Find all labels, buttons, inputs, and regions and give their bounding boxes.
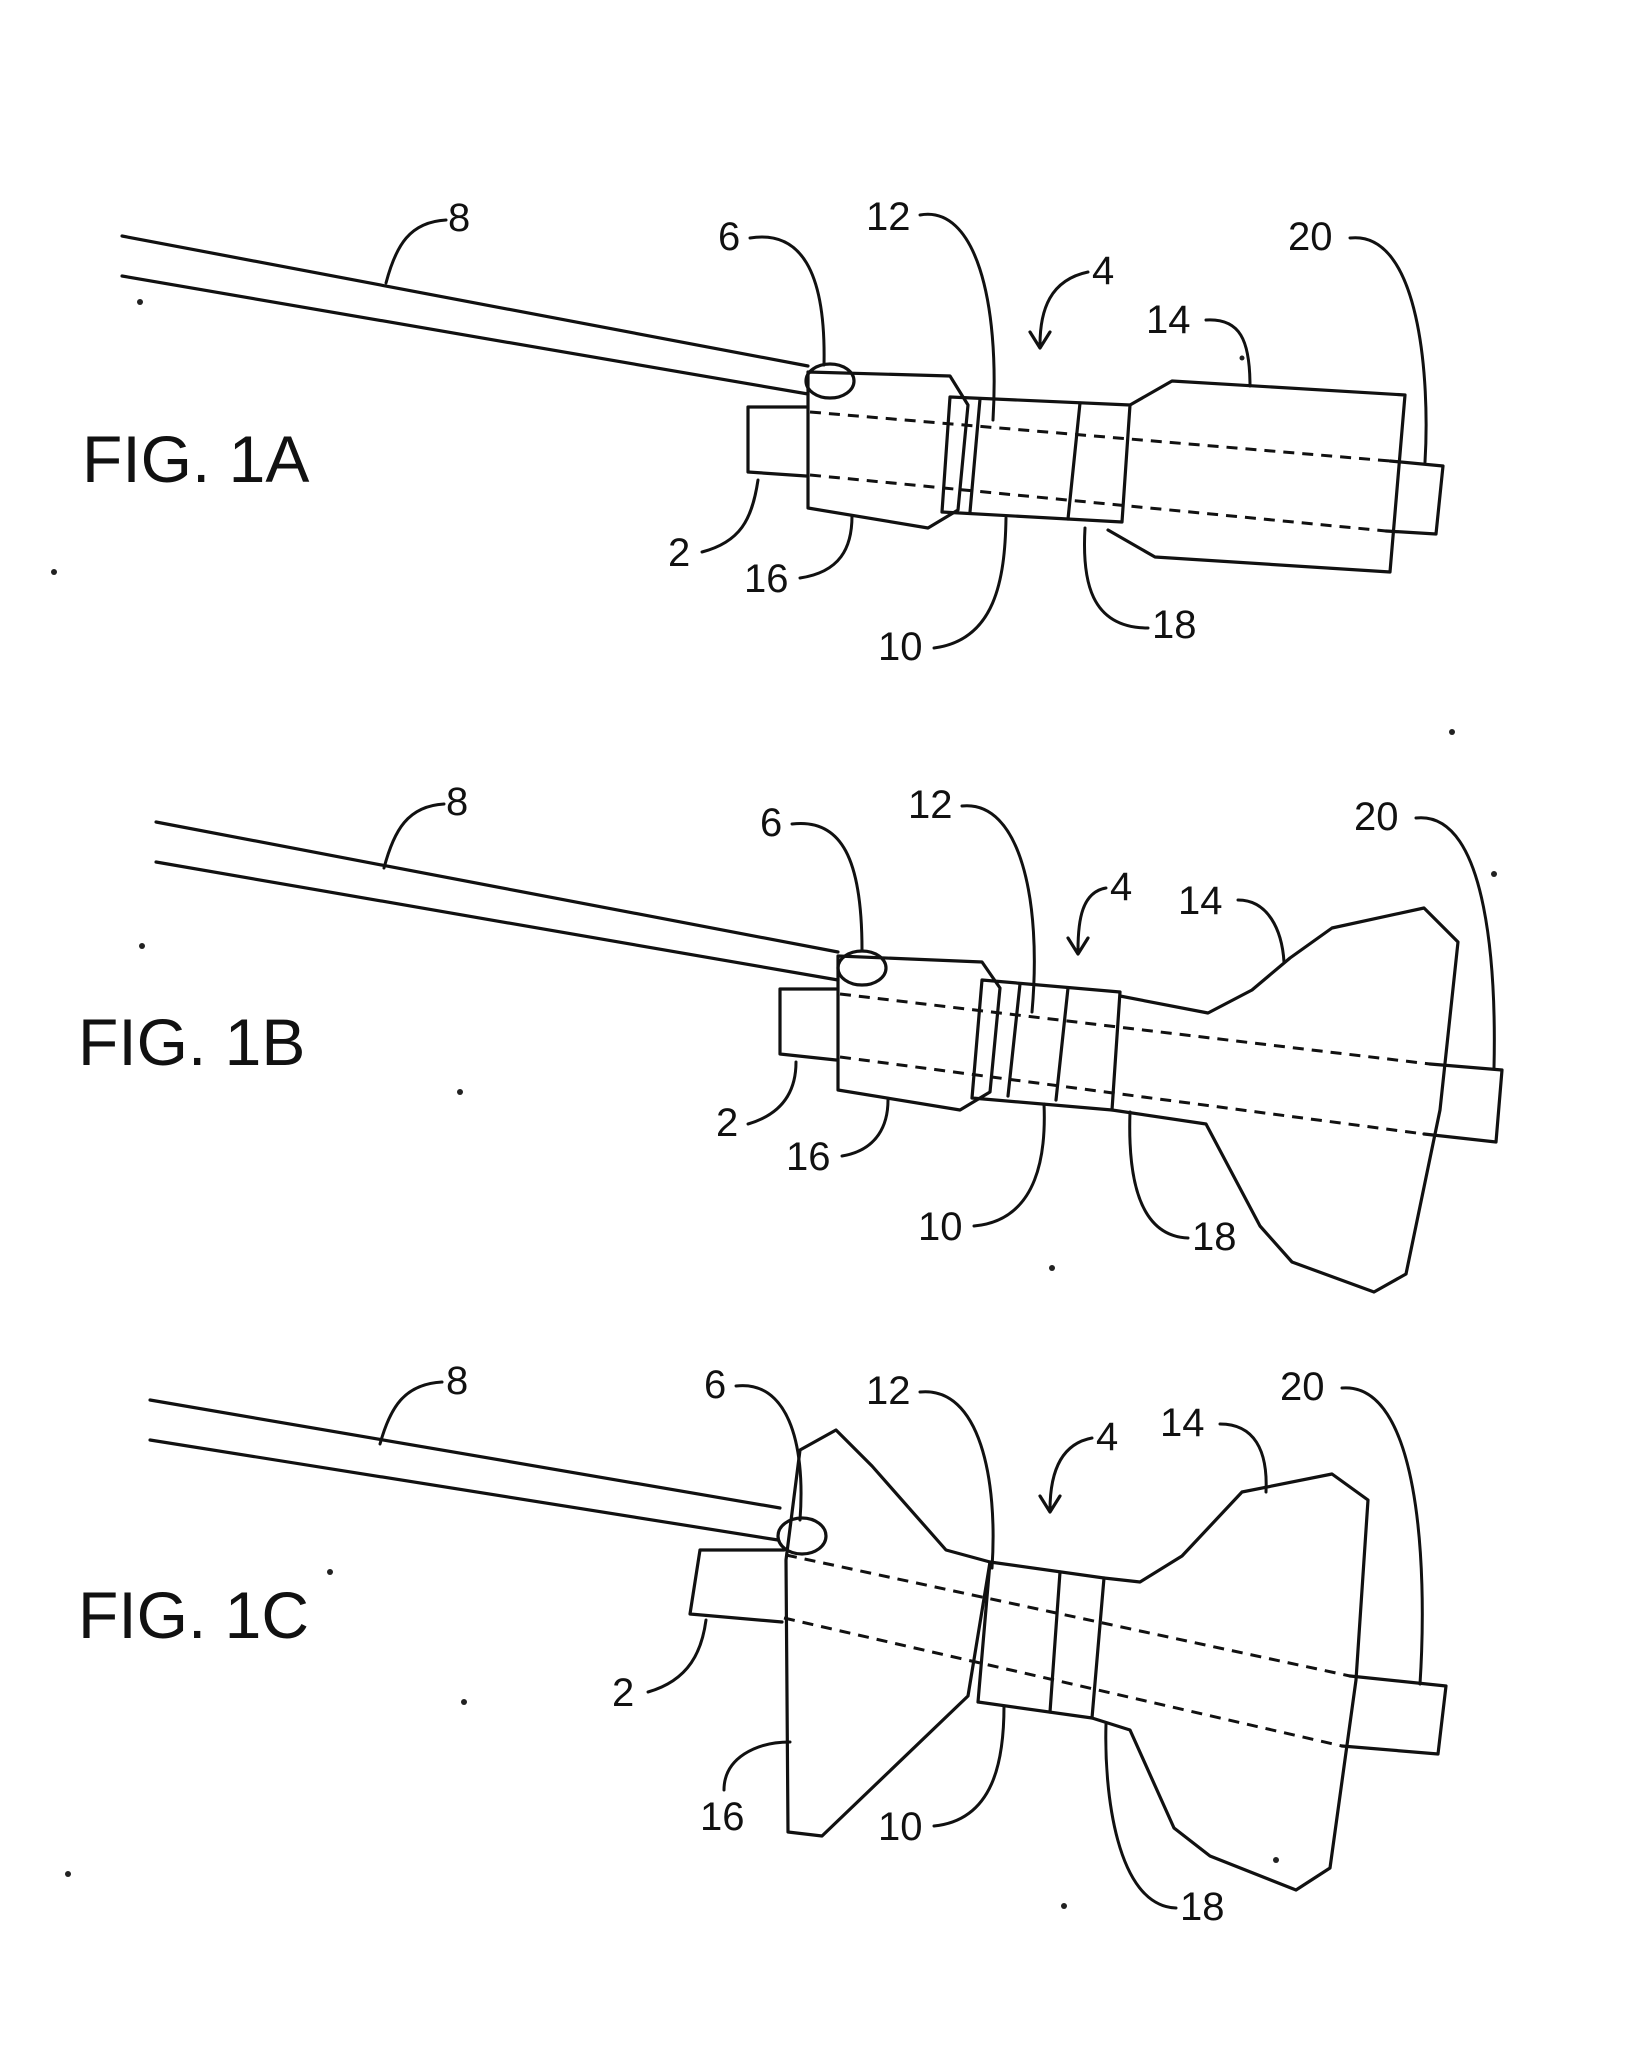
ref-4: 4 bbox=[1096, 1415, 1118, 1459]
ref-18: 18 bbox=[1192, 1215, 1237, 1259]
ref-20: 20 bbox=[1280, 1365, 1325, 1409]
speck bbox=[1449, 729, 1455, 735]
leader-18 bbox=[1130, 1112, 1188, 1238]
speck bbox=[461, 1699, 467, 1705]
tube-2-left-end bbox=[690, 1550, 784, 1622]
ref-10: 10 bbox=[878, 625, 923, 669]
balloon-center-10 bbox=[978, 1562, 1104, 1718]
leader-10 bbox=[934, 1706, 1004, 1826]
figure-1b: FIG. 1B 8 6 12 4 14 20 2 16 10 18 bbox=[78, 780, 1502, 1292]
figure-1c-title: FIG. 1C bbox=[78, 1578, 309, 1652]
figure-1b-title: FIG. 1B bbox=[78, 1005, 305, 1079]
ref-8: 8 bbox=[448, 196, 470, 240]
distal-cone-14 bbox=[1092, 1474, 1368, 1890]
speck bbox=[1049, 1265, 1055, 1271]
speck bbox=[51, 569, 57, 575]
ref-20: 20 bbox=[1288, 215, 1333, 259]
speck bbox=[139, 943, 145, 949]
scan-specks bbox=[51, 299, 1497, 1909]
speck bbox=[1273, 1857, 1279, 1863]
ref-12: 12 bbox=[866, 1369, 911, 1413]
leader-20 bbox=[1342, 1388, 1422, 1684]
leader-10 bbox=[974, 1104, 1044, 1226]
leader-12 bbox=[920, 1392, 993, 1568]
speck bbox=[327, 1569, 333, 1575]
ref-6: 6 bbox=[760, 801, 782, 845]
speck bbox=[1061, 1903, 1067, 1909]
leader-2 bbox=[748, 1062, 796, 1124]
shaft-upper-line bbox=[122, 236, 808, 366]
proximal-cone-16 bbox=[838, 956, 1000, 1110]
lumen-dash-lower bbox=[784, 1618, 1342, 1746]
leader-16 bbox=[800, 516, 852, 578]
balloon-center-dividers bbox=[1050, 1572, 1060, 1712]
ref-4: 4 bbox=[1110, 865, 1132, 909]
ref-2: 2 bbox=[612, 1671, 634, 1715]
ref-14: 14 bbox=[1146, 298, 1191, 342]
marker-6 bbox=[778, 1518, 826, 1554]
distal-cone-14 bbox=[1108, 381, 1405, 572]
lumen-dash-upper bbox=[840, 994, 1430, 1064]
leader-6 bbox=[750, 237, 824, 365]
leader-10 bbox=[934, 518, 1006, 648]
tube-2-left-end bbox=[780, 989, 836, 1060]
ref-10: 10 bbox=[878, 1805, 923, 1849]
shaft-upper-line bbox=[156, 822, 838, 952]
leader-8 bbox=[386, 220, 446, 283]
shaft-lower-line bbox=[156, 862, 838, 980]
speck bbox=[137, 299, 143, 305]
figure-1c: FIG. 1C 8 6 12 4 14 20 2 16 10 18 bbox=[78, 1359, 1446, 1929]
leader-2 bbox=[702, 480, 758, 552]
leader-6 bbox=[792, 823, 862, 950]
lumen-dash-lower bbox=[840, 1057, 1424, 1134]
ref-14: 14 bbox=[1160, 1401, 1205, 1445]
ref-2: 2 bbox=[668, 531, 690, 575]
ref-14: 14 bbox=[1178, 879, 1223, 923]
ref-16: 16 bbox=[700, 1795, 745, 1839]
ref-18: 18 bbox=[1180, 1885, 1225, 1929]
ref-20: 20 bbox=[1354, 795, 1399, 839]
leader-2 bbox=[648, 1620, 706, 1692]
shaft-lower-line bbox=[122, 276, 808, 394]
ref-16: 16 bbox=[744, 557, 789, 601]
ref-12: 12 bbox=[908, 783, 953, 827]
tube-2-left-end bbox=[748, 407, 806, 476]
leader-14 bbox=[1206, 320, 1250, 386]
lumen-dash-upper bbox=[810, 412, 1390, 461]
ref-2: 2 bbox=[716, 1101, 738, 1145]
ref-8: 8 bbox=[446, 1359, 468, 1403]
ref-18: 18 bbox=[1152, 603, 1197, 647]
speck bbox=[1240, 356, 1245, 361]
proximal-cone-16 bbox=[786, 1430, 990, 1836]
leader-14 bbox=[1238, 900, 1284, 962]
leader-20 bbox=[1350, 238, 1426, 462]
speck bbox=[65, 1871, 71, 1877]
figure-1a-title: FIG. 1A bbox=[82, 422, 309, 496]
ref-8: 8 bbox=[446, 780, 468, 824]
leader-8 bbox=[380, 1382, 442, 1444]
leader-18 bbox=[1084, 528, 1148, 628]
tube-2-right-end bbox=[1342, 1676, 1446, 1754]
leader-16 bbox=[724, 1742, 790, 1790]
ref-4: 4 bbox=[1092, 249, 1114, 293]
ref-10: 10 bbox=[918, 1205, 963, 1249]
leader-6 bbox=[736, 1386, 801, 1520]
ref-6: 6 bbox=[718, 215, 740, 259]
marker-6 bbox=[806, 364, 854, 398]
ref-12: 12 bbox=[866, 195, 911, 239]
leader-14 bbox=[1220, 1424, 1266, 1492]
leader-16 bbox=[842, 1100, 888, 1156]
leader-4 bbox=[1078, 888, 1106, 950]
leader-20 bbox=[1416, 818, 1494, 1068]
ref-6: 6 bbox=[704, 1363, 726, 1407]
speck bbox=[1491, 871, 1497, 877]
leader-8 bbox=[384, 804, 444, 868]
figure-1a: FIG. 1A 8 6 12 4 14 20 2 16 bbox=[82, 195, 1443, 669]
speck bbox=[457, 1089, 463, 1095]
ref-16: 16 bbox=[786, 1135, 831, 1179]
